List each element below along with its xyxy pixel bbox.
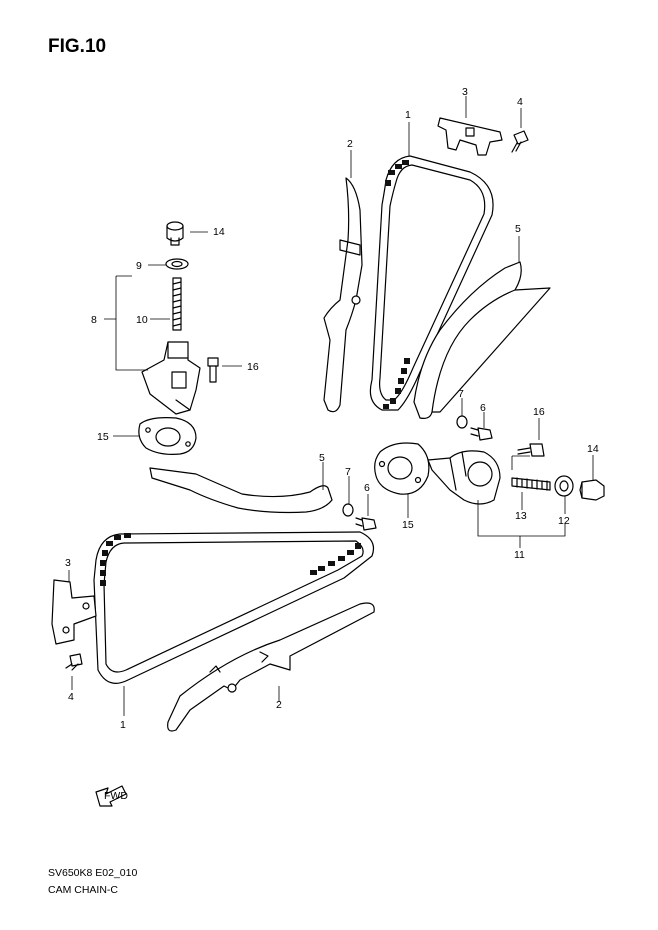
gasket-15-right (374, 442, 430, 495)
callout-11: 11 (514, 549, 525, 561)
tensioner-body-8 (141, 341, 201, 415)
mid-tensioner-blade (149, 467, 333, 514)
washer-7-upper (456, 415, 468, 429)
tensioner-bolt-14 (166, 221, 184, 246)
upper-cam-chain (369, 155, 494, 411)
gasket-15-left (138, 417, 197, 455)
upper-chain-guide (323, 177, 363, 413)
callout-2-upper: 2 (347, 138, 353, 150)
bolt-6-mid (355, 517, 377, 531)
bolt-6-upper (470, 427, 493, 441)
group-name: CAM CHAIN-C (48, 884, 118, 896)
upper-tensioner-blade (413, 261, 551, 419)
callout-14-left: 14 (213, 226, 225, 238)
washer-7-mid (342, 503, 354, 517)
spring-10 (172, 277, 182, 331)
callout-7-upper: 7 (458, 388, 464, 400)
callout-1-upper: 1 (405, 109, 411, 121)
lower-bracket-bolt (65, 653, 83, 671)
model-code: SV650K8 E02_010 (48, 867, 137, 879)
callout-2-lower: 2 (276, 699, 282, 711)
spring-13 (511, 477, 551, 491)
callout-8: 8 (91, 314, 97, 326)
lower-chain-guide (167, 602, 375, 732)
bolt-16-left (207, 357, 219, 383)
callout-15-right: 15 (402, 519, 414, 531)
leader-lines (68, 96, 594, 716)
upper-bracket-bolt (511, 130, 529, 153)
forward-arrow-icon: FWD (95, 785, 128, 807)
washer-12 (554, 475, 574, 497)
washer-9 (165, 258, 189, 270)
plug-bolt-14-right (579, 479, 605, 501)
fwd-label: FWD (104, 790, 128, 802)
callout-4-upper: 4 (517, 96, 523, 108)
lower-guide-bracket (51, 579, 97, 645)
callout-16-left: 16 (247, 361, 259, 373)
callout-1-lower: 1 (120, 719, 126, 731)
callout-15-left: 15 (97, 431, 109, 443)
lower-cam-chain (93, 531, 375, 684)
callout-7-mid: 7 (345, 466, 351, 478)
callout-5-mid: 5 (319, 452, 325, 464)
bolt-16-right (517, 443, 545, 457)
callout-13: 13 (515, 510, 527, 522)
callout-3-upper: 3 (462, 86, 468, 98)
callout-14-right: 14 (587, 443, 599, 455)
callout-4-lower: 4 (68, 691, 74, 703)
callout-6-upper: 6 (480, 402, 486, 414)
callout-5-upper: 5 (515, 223, 521, 235)
tensioner-body-11 (427, 450, 501, 505)
callout-10: 10 (136, 314, 148, 326)
callout-9: 9 (136, 260, 142, 272)
callout-6-mid: 6 (364, 482, 370, 494)
callout-3-lower: 3 (65, 557, 71, 569)
callout-12: 12 (558, 515, 570, 527)
callout-16-right: 16 (533, 406, 545, 418)
upper-guide-bracket (437, 117, 503, 156)
figure-title: FIG.10 (48, 36, 106, 57)
